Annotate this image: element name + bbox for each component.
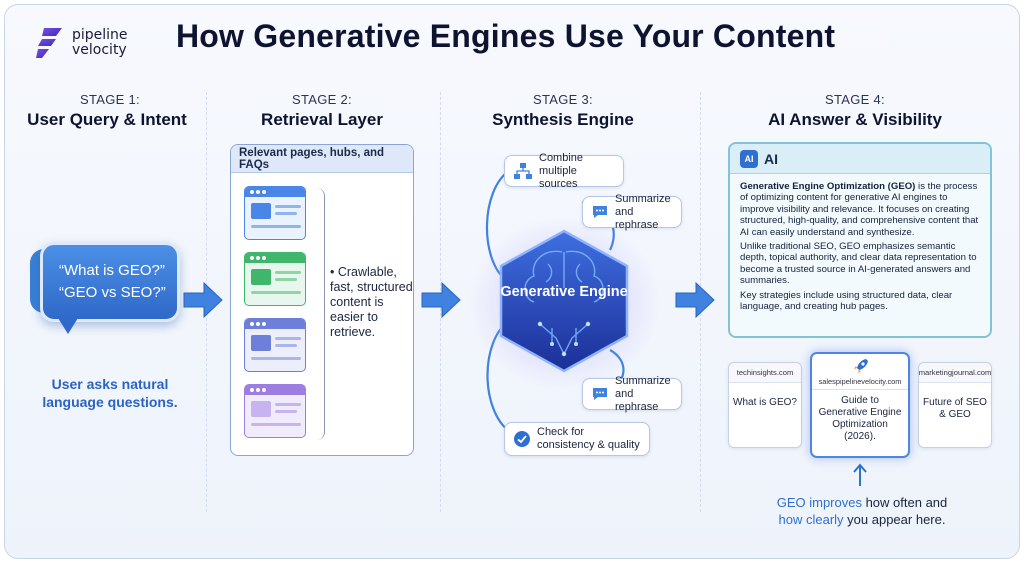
ai-paragraph-2: Unlike traditional SEO, GEO emphasizes s… bbox=[740, 241, 977, 287]
check-label: Check for consistency & quality bbox=[537, 426, 640, 451]
consistency-check-pill: Check for consistency & quality bbox=[504, 422, 650, 456]
stage-4-title: AI Answer & Visibility bbox=[768, 110, 942, 129]
page-card bbox=[244, 318, 306, 372]
source-card-highlighted: salespipelinevelocity.com Guide to Gener… bbox=[810, 352, 910, 458]
stage-3-label: STAGE 3: bbox=[533, 92, 593, 107]
page-title: How Generative Engines Use Your Content bbox=[176, 18, 836, 54]
geo-caption-text: how often and bbox=[861, 495, 948, 510]
rocket-icon bbox=[854, 359, 868, 373]
source-domain: marketingjournal.com bbox=[919, 363, 991, 383]
ai-answer-header: AI AI bbox=[730, 144, 990, 174]
query-1: “What is GEO?” bbox=[59, 262, 165, 279]
stage-4-label: STAGE 4: bbox=[825, 92, 885, 107]
ai-paragraph-3: Key strategies include using structured … bbox=[740, 289, 953, 313]
geo-caption: GEO improves how often and how clearly y… bbox=[762, 494, 962, 528]
geo-caption-text: you appear here. bbox=[843, 512, 946, 527]
up-arrow-icon bbox=[853, 463, 867, 486]
ai-badge-icon: AI bbox=[740, 149, 758, 168]
combine-label: Combine multiple sources bbox=[539, 151, 584, 190]
geo-definition-term: Generative Engine Optimization (GEO) bbox=[740, 181, 916, 192]
logo-line-1: pipeline bbox=[72, 27, 128, 43]
stage-2-title: Retrieval Layer bbox=[261, 110, 383, 129]
flow-arrow-icon bbox=[183, 281, 223, 319]
retrieval-header: Relevant pages, hubs, and FAQs bbox=[231, 145, 413, 173]
flow-arrow-icon bbox=[421, 281, 461, 319]
page-card bbox=[244, 384, 306, 438]
summarize-pill: Summarize and rephrase bbox=[582, 193, 682, 231]
source-card: techinsights.com What is GEO? bbox=[728, 362, 802, 448]
combine-sources-pill: Combine multiple sources bbox=[504, 152, 624, 190]
query-2: “GEO vs SEO?” bbox=[59, 284, 166, 301]
geo-caption-highlight: how clearly bbox=[778, 512, 844, 527]
chat-icon bbox=[593, 206, 607, 218]
source-title: Future of SEO & GEO bbox=[923, 397, 987, 420]
chat-icon bbox=[593, 388, 607, 400]
stage-1-title: User Query & Intent bbox=[27, 110, 187, 129]
source-title: What is GEO? bbox=[733, 397, 797, 408]
ai-paragraph-1: Generative Engine Optimization (GEO) is … bbox=[740, 181, 980, 238]
page-card bbox=[244, 186, 306, 240]
flow-arrow-icon bbox=[675, 281, 715, 319]
generative-engine-hexagon bbox=[499, 229, 629, 373]
geo-caption-highlight: GEO improves bbox=[776, 495, 862, 510]
summarize-label: Summarize and rephrase bbox=[615, 374, 671, 413]
logo-text: pipeline velocity bbox=[72, 28, 128, 58]
hierarchy-icon bbox=[514, 163, 532, 179]
ai-answer-body: Generative Engine Optimization (GEO) is … bbox=[730, 174, 990, 312]
logo-line-2: velocity bbox=[72, 42, 127, 58]
stage-1-caption: User asks natural language questions. bbox=[42, 376, 178, 410]
engine-label: Generative Engine bbox=[500, 284, 628, 300]
brain-icon bbox=[524, 250, 604, 355]
source-domain: salespipelinevelocity.com bbox=[812, 374, 908, 390]
retrieval-bullet: • Crawlable, fast, structured content is… bbox=[330, 265, 413, 339]
source-domain: techinsights.com bbox=[729, 363, 801, 383]
pipeline-velocity-logo: pipeline velocity bbox=[34, 26, 128, 60]
ai-answer-title: AI bbox=[764, 150, 778, 167]
summarize-label: Summarize and rephrase bbox=[615, 192, 671, 231]
chat-bubble-tail bbox=[58, 318, 78, 334]
ai-answer-panel: AI AI Generative Engine Optimization (GE… bbox=[728, 142, 992, 338]
source-card: marketingjournal.com Future of SEO & GEO bbox=[918, 362, 992, 448]
summarize-pill: Summarize and rephrase bbox=[582, 375, 682, 413]
stage-3-title: Synthesis Engine bbox=[492, 110, 634, 129]
page-card bbox=[244, 252, 306, 306]
geo-definition-text: is the process of optimizing content for… bbox=[740, 181, 979, 238]
source-title: Guide to Generative Engine Optimization … bbox=[818, 395, 902, 442]
check-circle-icon bbox=[514, 431, 530, 447]
logo-mark-icon bbox=[36, 28, 62, 58]
query-chat-bubble: “What is GEO?” “GEO vs SEO?” bbox=[40, 242, 180, 322]
stage-2-label: STAGE 2: bbox=[292, 92, 352, 107]
bracket bbox=[317, 188, 325, 440]
stage-1-label: STAGE 1: bbox=[80, 92, 140, 107]
